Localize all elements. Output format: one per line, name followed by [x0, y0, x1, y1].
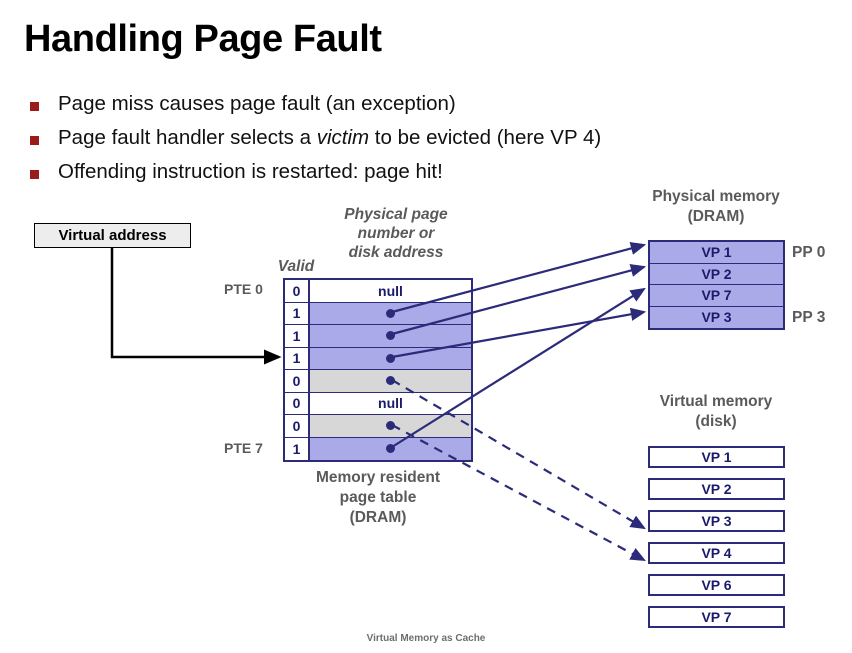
bullet-item-3-label: Offending instruction is restarted: page…: [58, 160, 443, 183]
pte-first-label: PTE 0: [224, 281, 263, 297]
virtual-page: VP 4: [648, 542, 785, 564]
page-table-row: 1: [285, 437, 471, 460]
virtual-memory-block: VP 1 VP 2 VP 3 VP 4 VP 6 VP 7: [648, 446, 785, 628]
page-table-row: 0: [285, 370, 471, 393]
pointer-dot-icon: [386, 308, 395, 318]
pointer-dot-icon: [386, 421, 395, 431]
physical-memory-header: Physical memory(DRAM): [652, 188, 780, 225]
pte-valid-bit: 1: [285, 302, 310, 324]
physical-frame: VP 1: [650, 242, 783, 264]
pte-valid-bit: 1: [285, 437, 310, 460]
page-table-valid-header: Valid: [277, 258, 315, 275]
pte-last-label: PTE 7: [224, 440, 263, 456]
pte-value: [310, 347, 471, 369]
pte-value: [310, 370, 471, 392]
virtual-address-arrow: [110, 247, 282, 365]
page-title: Handling Page Fault: [24, 18, 382, 60]
physical-frame: VP 2: [650, 264, 783, 285]
page-table: 0 null 1 1 1 0 0 null 0 1: [283, 278, 473, 462]
pte-valid-bit: 1: [285, 325, 310, 347]
page-table-row: 0: [285, 415, 471, 438]
page-table-row: 0 null: [285, 280, 471, 303]
pte-valid-bit: 0: [285, 415, 310, 437]
pte-value: [310, 302, 471, 324]
bullet-square-icon: [30, 136, 39, 145]
pp-first-label: PP 0: [792, 244, 826, 261]
virtual-page: VP 3: [648, 510, 785, 532]
virtual-page: VP 1: [648, 446, 785, 468]
bullet-item-2-label: Page fault handler selects a victim to b…: [58, 126, 602, 149]
physical-memory-block: VP 1 VP 2 VP 7 VP 3: [648, 240, 785, 330]
virtual-page: VP 7: [648, 606, 785, 628]
pte-value: [310, 437, 471, 460]
virtual-page: VP 6: [648, 574, 785, 596]
pointer-dot-icon: [386, 353, 395, 363]
bullet-square-icon: [30, 102, 39, 111]
bullet-item-1-label: Page miss causes page fault (an exceptio…: [58, 92, 456, 115]
physical-frame: VP 7: [650, 285, 783, 307]
pte-value: [310, 415, 471, 437]
pte-value: null: [310, 392, 471, 414]
page-table-row: 0 null: [285, 392, 471, 415]
physical-frame: VP 3: [701, 309, 732, 326]
virtual-memory-header: Virtual memory(disk): [659, 393, 773, 430]
page-table-row: 1: [285, 302, 471, 325]
pte-valid-bit: 0: [285, 280, 310, 302]
virtual-page: VP 2: [648, 478, 785, 500]
bullet-square-icon: [30, 170, 39, 179]
pte-value: [310, 325, 471, 347]
slide-footer: Virtual Memory as Cache: [366, 633, 486, 644]
pte-valid-bit: 0: [285, 392, 310, 414]
page-table-row: 1: [285, 347, 471, 370]
pp-last-label: PP 3: [792, 309, 826, 326]
pte-valid-bit: 1: [285, 347, 310, 369]
pte-valid-bit: 0: [285, 370, 310, 392]
pointer-dot-icon: [386, 376, 395, 386]
virtual-address-box: Virtual address: [34, 223, 191, 248]
page-table-row: 1: [285, 325, 471, 348]
pointer-dot-icon: [386, 331, 395, 341]
pte-value: null: [310, 280, 471, 302]
pointer-dot-icon: [386, 444, 395, 454]
